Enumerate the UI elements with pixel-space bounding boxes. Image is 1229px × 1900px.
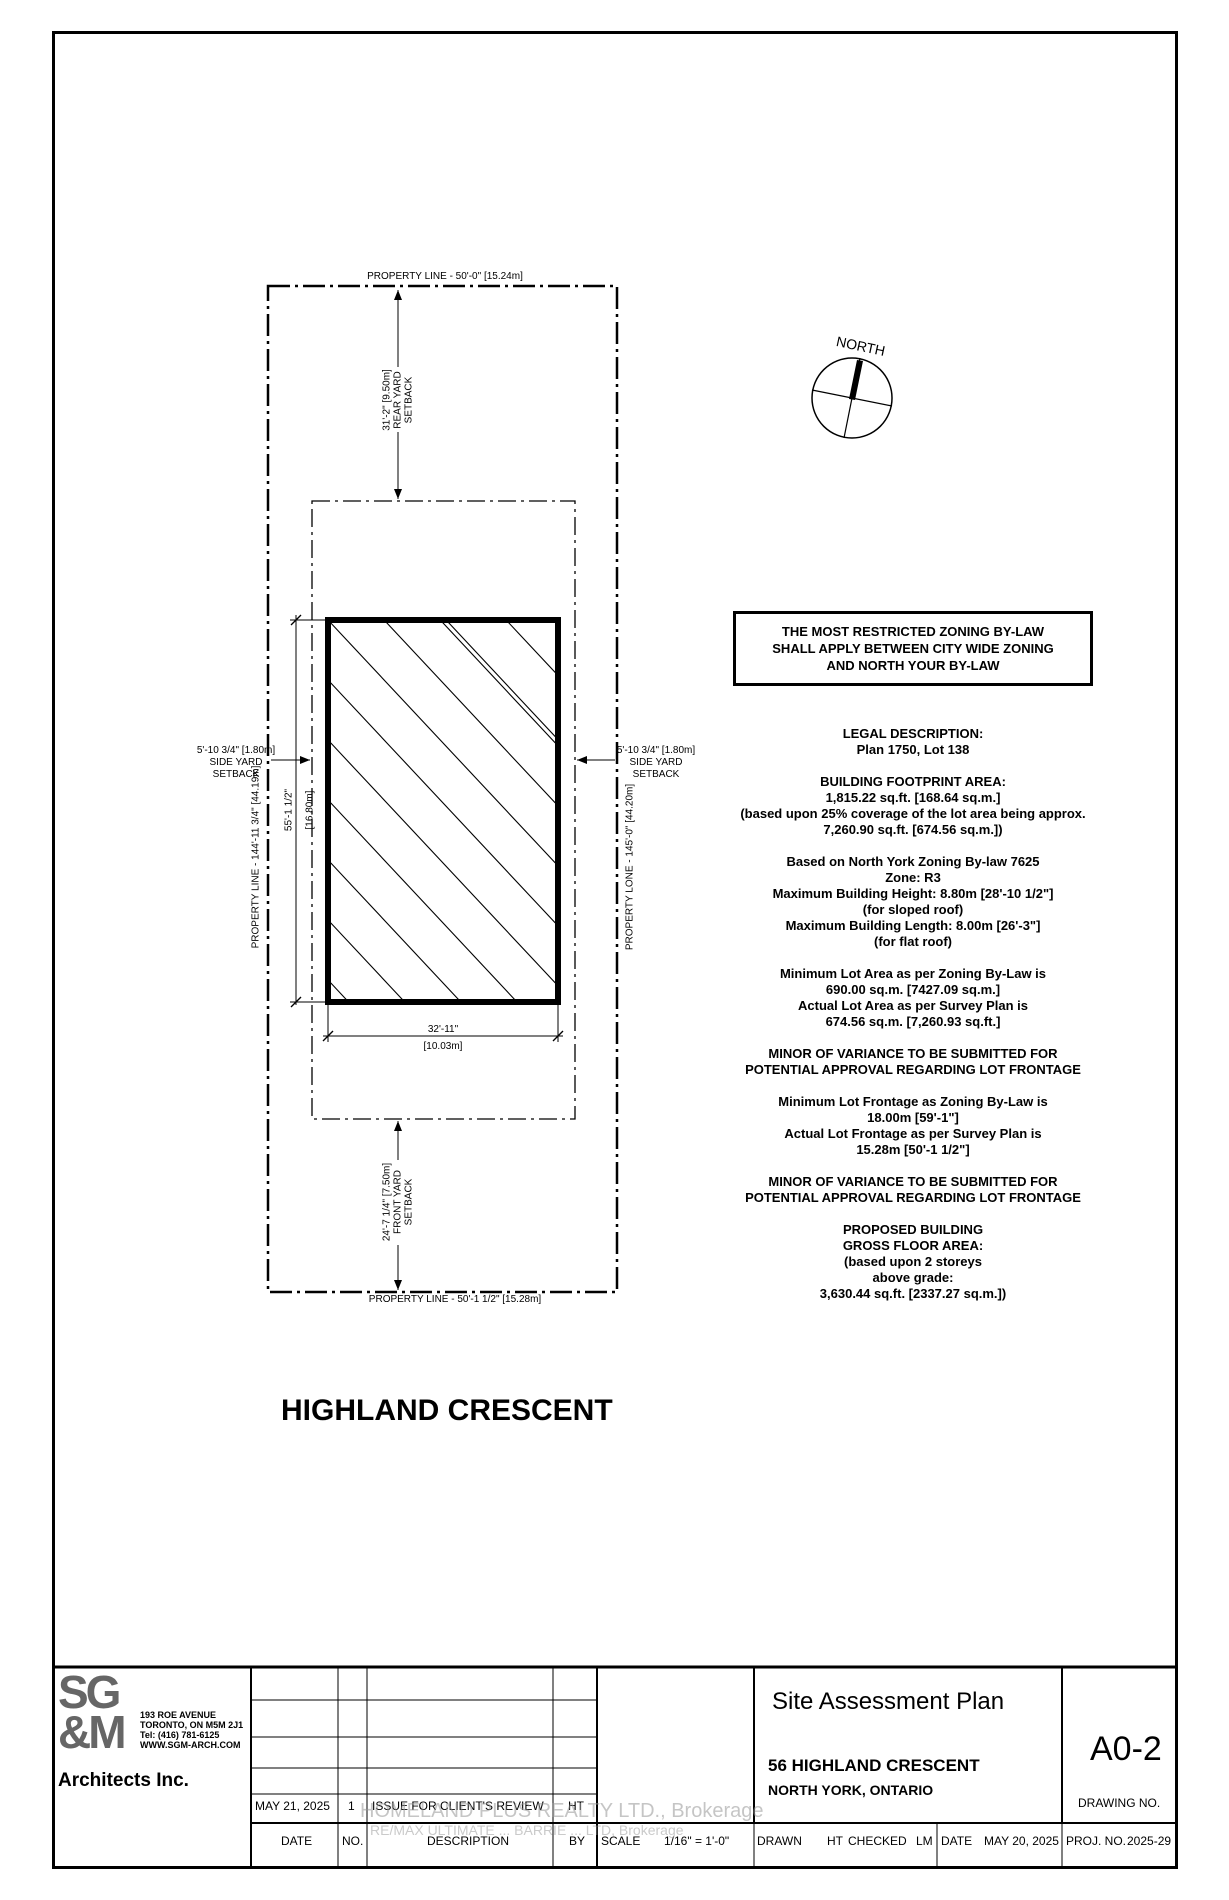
note-legal-description: LEGAL DESCRIPTION: Plan 1750, Lot 138: [842, 726, 984, 757]
col-no-label: NO.: [342, 1834, 364, 1848]
street-name: HIGHLAND CRESCENT: [281, 1394, 613, 1427]
watermark-line-2: RE/MAX ULTIMATE ... BARRIE ... LTD, Brok…: [370, 1822, 684, 1838]
zoning-notes: LEGAL DESCRIPTION: Plan 1750, Lot 138 BU…: [700, 726, 1126, 1318]
drawing-no-label: DRAWING NO.: [1078, 1796, 1161, 1810]
scale-value: 1/16" = 1'-0": [664, 1834, 730, 1848]
drawn-label: DRAWN: [757, 1834, 802, 1848]
note-variance-2: MINOR OF VARIANCE TO BE SUBMITTED FOR PO…: [745, 1174, 1081, 1205]
building-length-dim: 55'-1 1/2": [283, 788, 295, 832]
drawing-frame: [52, 31, 1178, 1869]
setback-envelope: [311, 500, 576, 1120]
revision-by: HT: [568, 1799, 584, 1813]
proj-no-value: 2025-29: [1127, 1834, 1172, 1848]
note-zoning-bylaw: Based on North York Zoning By-law 7625 Z…: [772, 854, 1054, 949]
watermark-line-1: HOMELAND PLUS REALTY LTD., Brokerage: [360, 1800, 764, 1822]
project-name: 56 HIGHLAND CRESCENT: [768, 1756, 980, 1775]
col-by-label: BY: [569, 1834, 586, 1848]
building-footprint: [325, 617, 561, 1005]
front-yard-setback-label: 24'-7 1/4" [7.50m] FRONT YARD SETBACK: [381, 1162, 415, 1242]
building-hatch: [328, 620, 558, 1002]
firm-name: Architects Inc.: [58, 1770, 189, 1791]
drawn-value: HT: [827, 1834, 843, 1848]
firm-address: 193 ROE AVENUE TORONTO, ON M5M 2J1 Tel: …: [140, 1710, 244, 1750]
date-value: MAY 20, 2025: [984, 1834, 1059, 1848]
right-property-line-label: PROPERTY LONE - 145'-0" [44.20m]: [624, 783, 636, 951]
col-date-label: DATE: [281, 1834, 313, 1848]
note-variance-1: MINOR OF VARIANCE TO BE SUBMITTED FOR PO…: [745, 1046, 1081, 1077]
title-block-grid: [52, 1665, 1178, 1869]
revision-date: MAY 21, 2025: [255, 1799, 330, 1813]
left-property-line-label: PROPERTY LINE - 144'-11 3/4" [44.19m]: [250, 765, 262, 949]
building-width-dim: 32'-11": [427, 1024, 459, 1035]
proj-no-label: PROJ. NO.: [1066, 1834, 1127, 1848]
building-length-metric: [16.80m]: [304, 790, 316, 830]
note-gross-floor-area: PROPOSED BUILDING GROSS FLOOR AREA: (bas…: [819, 1222, 1007, 1301]
building-width-metric: [10.03m]: [423, 1041, 463, 1052]
north-arrow: [811, 357, 893, 439]
date-label: DATE: [941, 1834, 973, 1848]
left-side-yard-setback-label: 5'-10 3/4" [1.80m] SIDE YARD SETBACK: [196, 745, 276, 780]
checked-label: CHECKED: [848, 1834, 907, 1848]
firm-logo: SG &M: [58, 1666, 127, 1758]
col-description-label: DESCRIPTION: [427, 1834, 510, 1848]
sheet-title: Site Assessment Plan: [772, 1688, 1005, 1715]
scale-label: SCALE: [601, 1834, 641, 1848]
note-lot-frontage: Minimum Lot Frontage as Zoning By-Law is…: [778, 1094, 1048, 1157]
top-property-line-label: PROPERTY LINE - 50'-0" [15.24m]: [367, 271, 523, 282]
property-line: [266, 284, 619, 1294]
revision-number: 1: [348, 1799, 355, 1813]
project-location: NORTH YORK, ONTARIO: [768, 1782, 934, 1798]
checked-value: LM: [916, 1834, 933, 1848]
note-footprint-area: BUILDING FOOTPRINT AREA: 1,815.22 sq.ft.…: [740, 774, 1086, 837]
note-lot-area: Minimum Lot Area as per Zoning By-Law is…: [779, 966, 1047, 1029]
revision-description: ISSUE FOR CLIENT'S REVIEW: [372, 1799, 544, 1813]
rear-yard-setback-label: 31'-2" [9.50m] REAR YARD SETBACK: [381, 369, 415, 431]
bottom-property-line-label: PROPERTY LINE - 50'-1 1/2" [15.28m]: [368, 1294, 542, 1305]
drawing-number: A0-2: [1090, 1730, 1162, 1768]
right-side-yard-setback-label: 5'-10 3/4" [1.80m] SIDE YARD SETBACK: [616, 745, 696, 780]
zoning-note-box: THE MOST RESTRICTED ZONING BY-LAW SHALL …: [733, 611, 1093, 686]
